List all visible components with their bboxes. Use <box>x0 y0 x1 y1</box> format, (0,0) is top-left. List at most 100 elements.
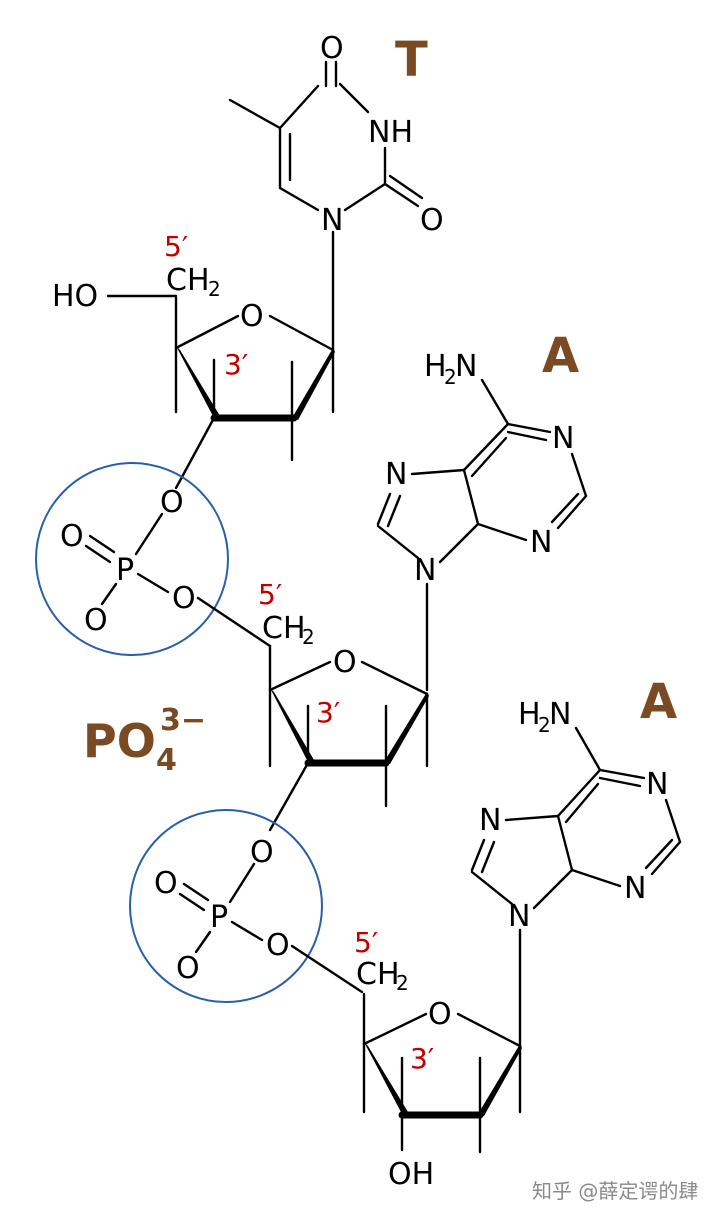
atom-ring-o: O <box>428 997 452 1032</box>
atom-h: H <box>424 349 447 384</box>
bond <box>268 761 310 832</box>
bond <box>178 892 206 912</box>
atom-n: N <box>549 697 571 732</box>
bond <box>506 430 548 442</box>
base-label-adenine-2: A <box>640 674 677 730</box>
atom-h2-subscript: 2 <box>538 713 551 737</box>
atom-n: N <box>455 349 477 384</box>
atom-p: P <box>210 900 228 935</box>
atom-h2-subscript: 2 <box>208 277 221 301</box>
watermark: 知乎 @薛定谔的肆 <box>532 1179 698 1203</box>
phosphate-1: O O P O O <box>35 462 272 656</box>
bond <box>480 378 510 426</box>
bond <box>410 468 466 476</box>
bond <box>470 436 508 478</box>
sugar-1: 5′ HO CH 2 O 3′ <box>52 230 335 490</box>
prime-three: 3′ <box>316 696 340 729</box>
bond <box>290 944 364 994</box>
bond-wedge <box>364 1042 408 1114</box>
bond <box>574 726 602 772</box>
bond <box>182 882 210 902</box>
atom-n: N <box>552 421 574 456</box>
atom-p: P <box>116 553 134 588</box>
phosphate-formula-label: PO 4 3− <box>83 703 206 778</box>
atom-n: N <box>508 899 530 934</box>
phosphate-formula-main: PO <box>83 714 156 768</box>
bond-wedge <box>176 346 220 418</box>
atom-h2-subscript: 2 <box>302 625 315 649</box>
atom-ch: CH <box>356 957 400 992</box>
bond <box>462 422 510 472</box>
bond <box>456 1012 522 1048</box>
atom-ring-o: O <box>240 299 264 334</box>
atom-n: N <box>385 457 407 492</box>
phosphate-2: O O P O O <box>129 809 364 1003</box>
bond <box>598 776 642 788</box>
bond <box>136 572 170 594</box>
atom-n: N <box>530 525 552 560</box>
phosphate-circle-2 <box>129 809 323 1003</box>
bond <box>134 512 164 556</box>
bond <box>504 814 560 822</box>
atom-h2-subscript: 2 <box>396 971 409 995</box>
atom-n: N <box>414 553 436 588</box>
phosphate-formula-charge: 3− <box>160 703 206 738</box>
adenine-base-1: H 2 N N N N N <box>376 349 588 692</box>
atom-ch: CH <box>166 263 210 298</box>
base-label-adenine-1: A <box>542 328 579 384</box>
prime-three: 3′ <box>224 348 248 381</box>
atom-nh: NH <box>368 115 413 150</box>
bond <box>376 492 392 526</box>
base-label-thymine: T <box>395 32 428 88</box>
bond <box>570 868 622 888</box>
atom-h: H <box>518 697 541 732</box>
atom-o: O <box>172 581 196 616</box>
atom-oh: OH <box>388 1157 434 1192</box>
bond <box>506 422 552 434</box>
bond <box>556 814 574 872</box>
bond <box>570 452 588 498</box>
thymine-base: O NH O N <box>228 31 444 352</box>
atom-o: O <box>420 203 444 238</box>
prime-five: 5′ <box>258 578 282 611</box>
atom-o: O <box>266 928 290 963</box>
atom-o: O <box>84 603 108 638</box>
bond <box>470 870 514 906</box>
bond <box>194 930 212 954</box>
bond-wedge <box>384 692 429 764</box>
atom-n: N <box>479 803 501 838</box>
bond <box>550 492 580 524</box>
bond <box>386 494 402 528</box>
bond <box>376 524 420 560</box>
bond <box>84 544 112 564</box>
bond <box>556 494 588 530</box>
bond <box>438 522 480 564</box>
bond <box>268 660 332 692</box>
bond <box>338 82 370 114</box>
bond-wedge <box>270 688 314 762</box>
bond <box>88 534 116 554</box>
atom-h2-subscript: 2 <box>444 365 457 389</box>
atom-n: N <box>646 767 668 802</box>
atom-n: N <box>321 203 343 238</box>
bond <box>360 660 429 696</box>
bond <box>650 840 682 876</box>
bond <box>383 182 420 208</box>
bond <box>556 768 602 818</box>
bond <box>470 838 486 872</box>
bond <box>196 596 272 648</box>
bond <box>644 838 674 870</box>
atom-o: O <box>250 835 274 870</box>
prime-five: 5′ <box>354 926 378 959</box>
bond <box>362 1012 428 1046</box>
atom-o: O <box>154 866 178 901</box>
bond <box>100 582 118 606</box>
bond <box>228 862 256 904</box>
bond-wedge <box>292 348 335 420</box>
prime-five: 5′ <box>164 230 188 263</box>
bond <box>532 868 574 910</box>
atom-o: O <box>176 951 200 986</box>
sugar-2: 5′ CH 2 O 3′ <box>258 578 429 832</box>
bond <box>174 314 240 350</box>
